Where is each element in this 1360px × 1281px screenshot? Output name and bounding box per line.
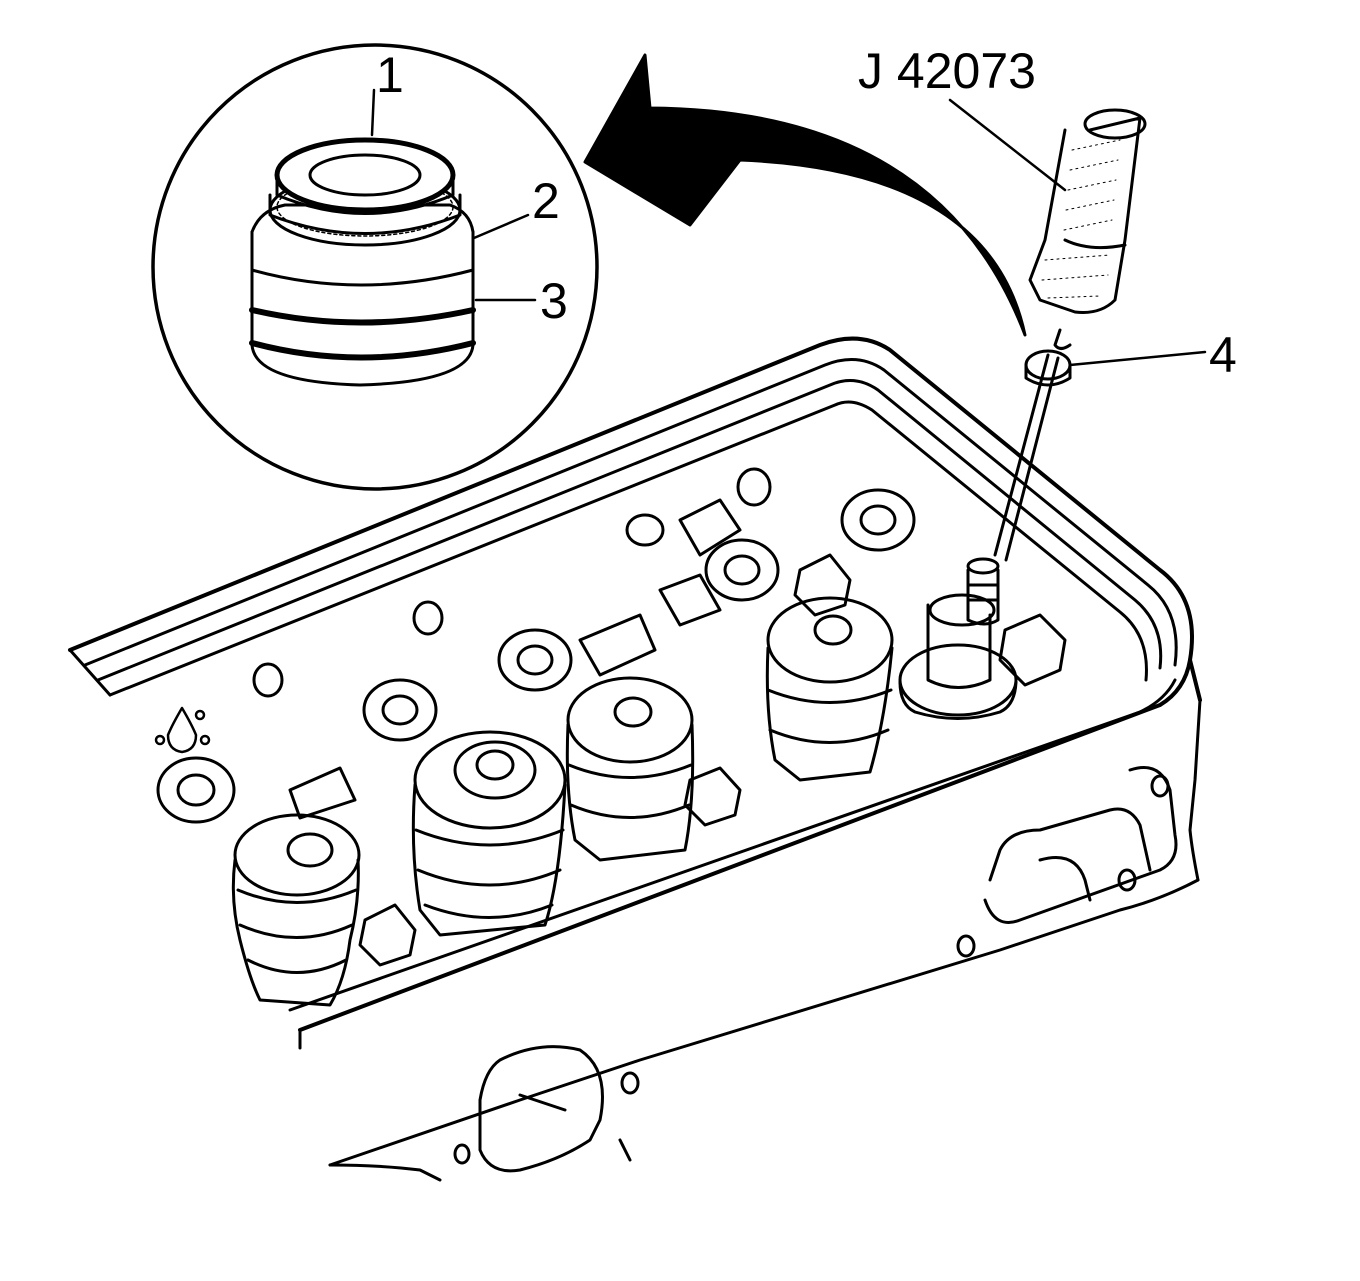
rocker-bosses xyxy=(156,467,916,824)
tool-label: J 42073 xyxy=(858,43,1036,99)
callout-label-2: 2 xyxy=(532,173,560,229)
valve-springs xyxy=(231,557,1018,1007)
oil-symbol-icon xyxy=(154,706,211,754)
knurled-texture xyxy=(1041,139,1121,299)
tool-j42073 xyxy=(948,98,1147,562)
callout-label-3: 3 xyxy=(540,273,568,329)
detail-inset xyxy=(151,43,1207,491)
direction-arrow-icon xyxy=(583,53,1027,337)
valve-spring-2 xyxy=(411,730,567,937)
callout-label-4: 4 xyxy=(1209,327,1237,383)
valve-spring-4 xyxy=(765,596,894,782)
intake-flange xyxy=(453,766,1178,1173)
callout-label-1: 1 xyxy=(376,47,404,103)
cylinder-head-outline xyxy=(68,336,1202,1182)
valve-spring-1 xyxy=(231,813,361,1007)
valve-spring-3 xyxy=(565,676,695,862)
nuts xyxy=(358,553,1067,967)
valve-seal-detail xyxy=(249,137,476,387)
valve-stem-guide xyxy=(898,557,1018,720)
